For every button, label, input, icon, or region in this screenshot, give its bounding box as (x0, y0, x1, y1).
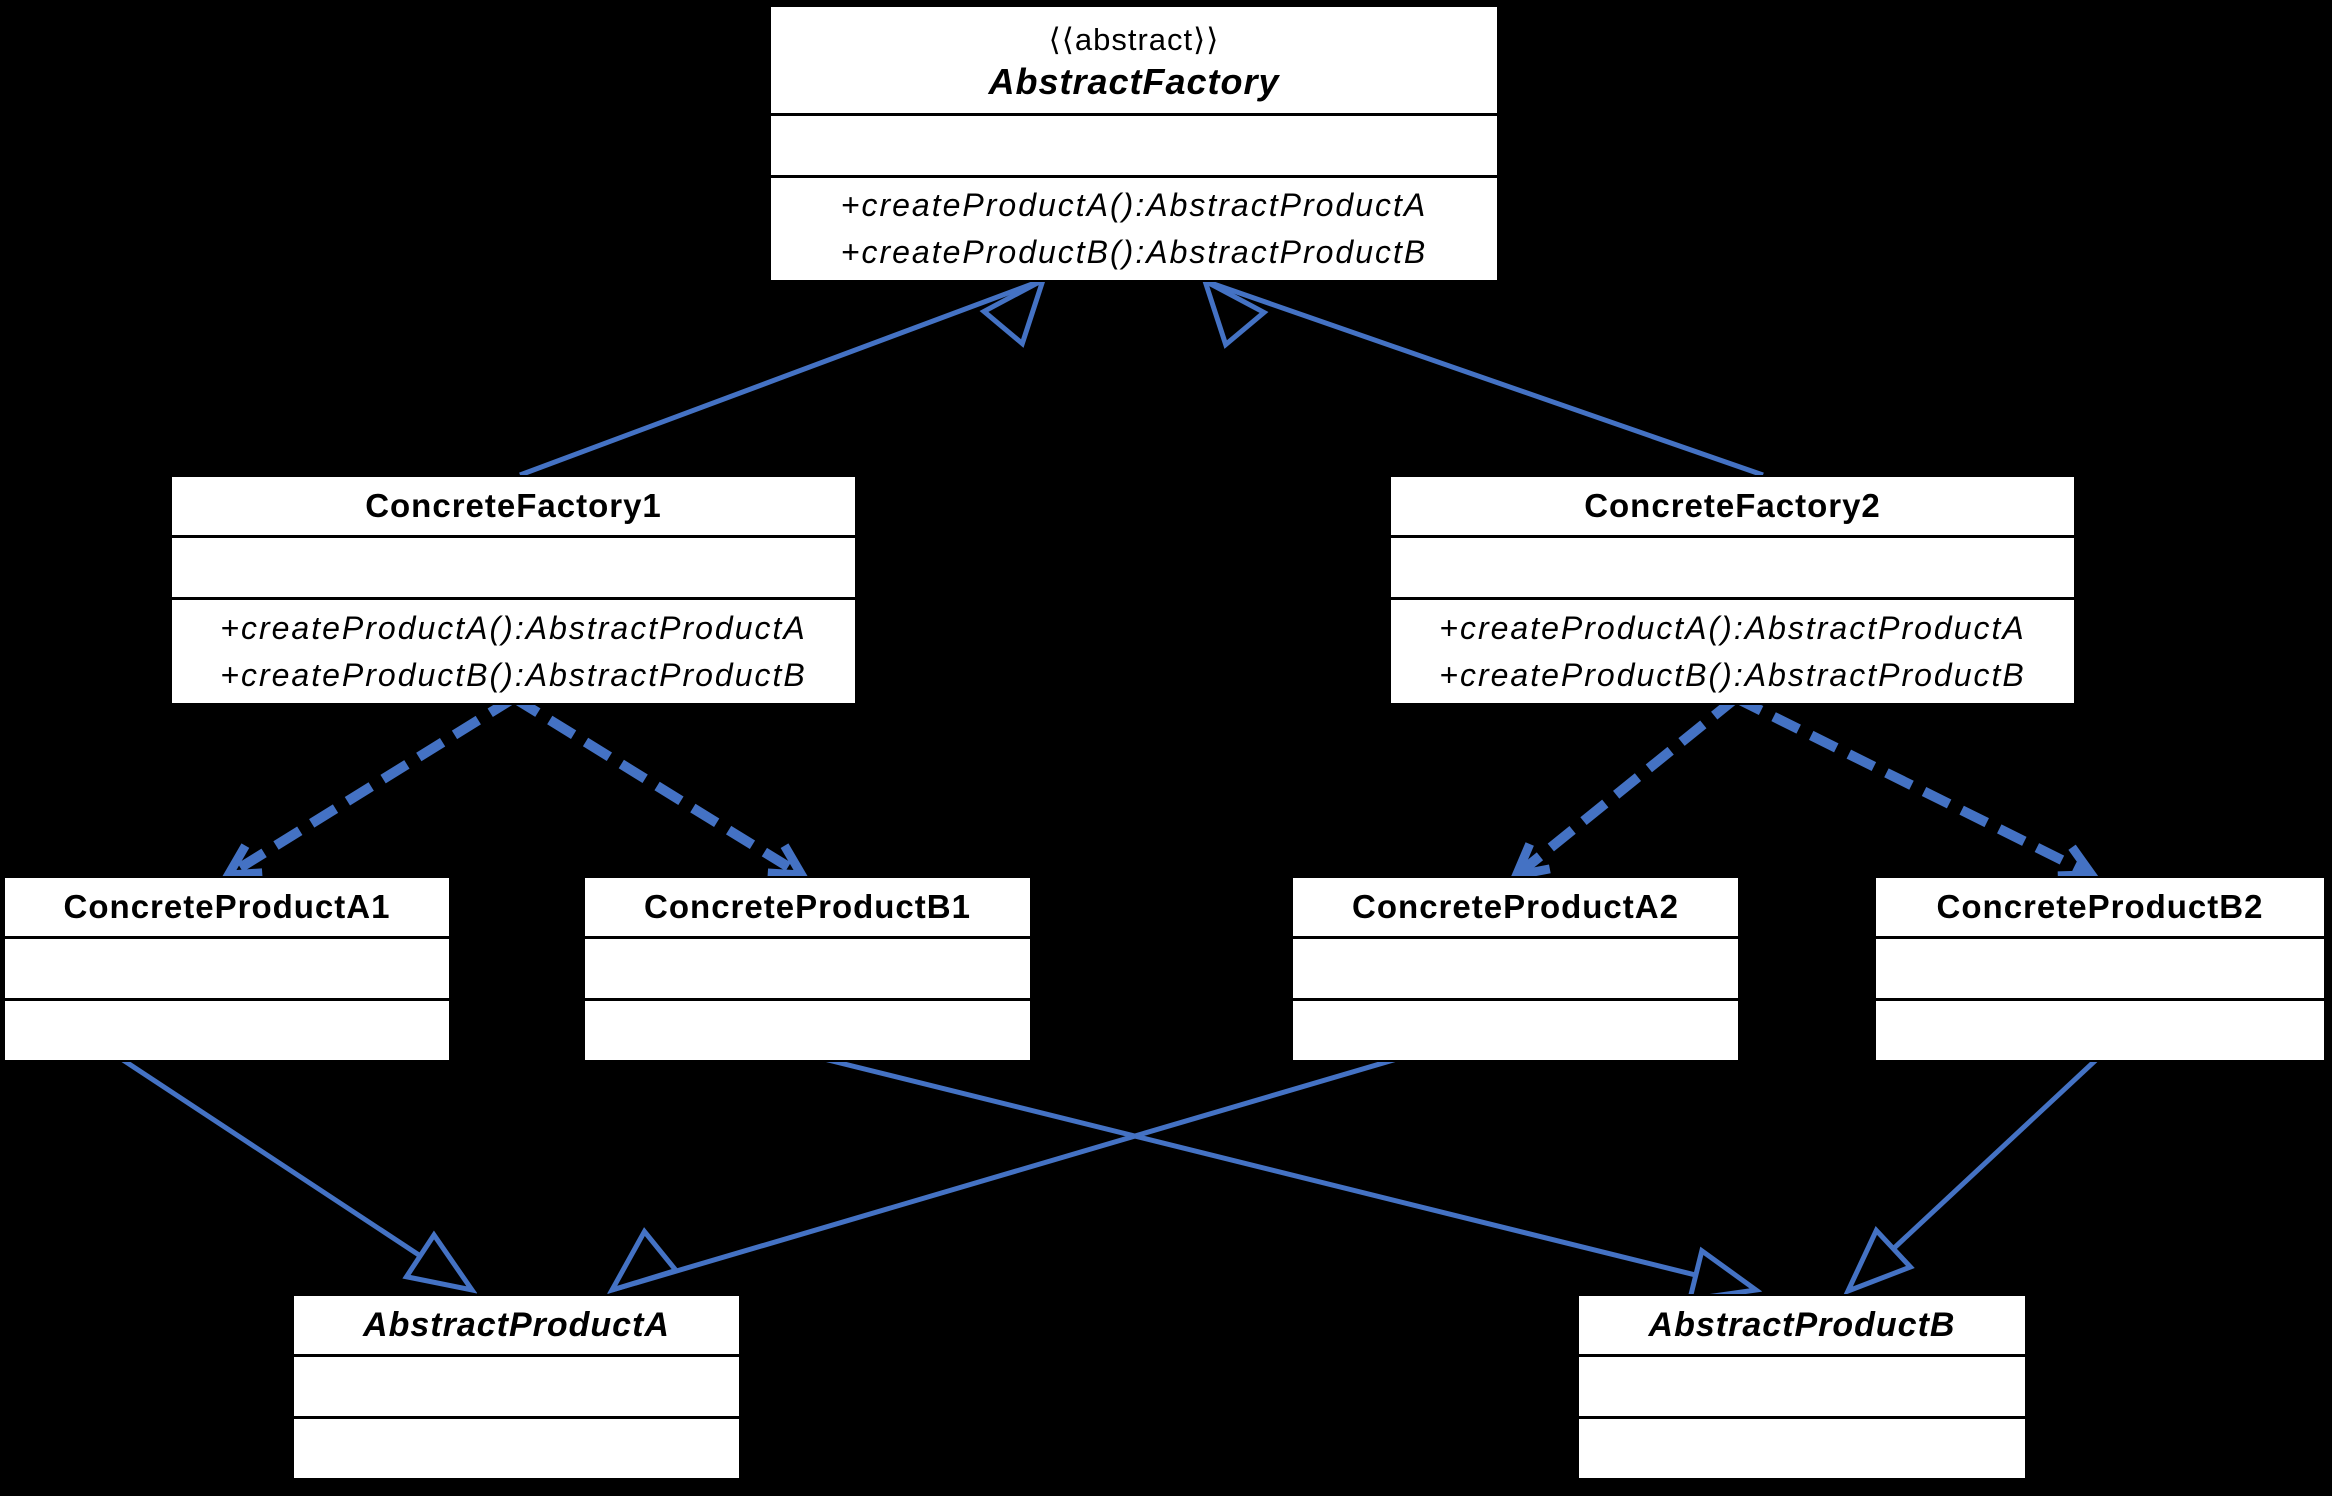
generalization-concretefactory1-to-abstractfactory (519, 280, 1043, 478)
operations-section: +createProductA():AbstractProductA +crea… (1391, 597, 2074, 703)
operations-section (1293, 998, 1738, 1060)
dependency-concretefactory1-to-concreteproductb1 (511, 693, 800, 874)
operations-section (585, 998, 1030, 1060)
operations-section (1579, 1416, 2025, 1478)
method-create-product-a: +createProductA():AbstractProductA (1439, 609, 2026, 646)
operations-section (5, 998, 449, 1060)
class-concrete-factory-1: ConcreteFactory1 +createProductA():Abstr… (170, 475, 857, 705)
class-concrete-product-b2: ConcreteProductB2 (1874, 876, 2326, 1062)
operations-section (1876, 998, 2324, 1060)
method-create-product-b: +createProductB():AbstractProductB (840, 234, 1428, 270)
class-name: AbstractProductA (363, 1306, 670, 1344)
class-title-section: ConcreteProductA2 (1293, 878, 1738, 936)
class-title-section: AbstractProductA (294, 1296, 739, 1354)
attributes-section (1293, 936, 1738, 998)
attributes-section (1579, 1354, 2025, 1416)
dependency-concretefactory2-to-concreteproductb2 (1733, 693, 2090, 874)
generalization-concretefactory2-to-abstractfactory (1205, 281, 1764, 478)
generalization-concreteproducta1-to-abstractproducta (118, 1055, 472, 1290)
class-name: AbstractFactory (988, 61, 1280, 102)
class-name: ConcreteProductA2 (1352, 888, 1679, 925)
method-create-product-b: +createProductB():AbstractProductB (220, 656, 807, 693)
class-name: AbstractProductB (1648, 1306, 1956, 1344)
generalization-concreteproducta2-to-abstractproducta (612, 1055, 1401, 1290)
class-abstract-factory: ⟨⟨abstract⟩⟩ AbstractFactory +createProd… (769, 5, 1499, 282)
class-title-section: ConcreteProductA1 (5, 878, 449, 936)
class-concrete-product-a2: ConcreteProductA2 (1291, 876, 1740, 1062)
class-title-section: ConcreteFactory2 (1391, 477, 2074, 535)
class-title-section: ConcreteProductB1 (585, 878, 1030, 936)
class-concrete-factory-2: ConcreteFactory2 +createProductA():Abstr… (1389, 475, 2076, 705)
class-concrete-product-b1: ConcreteProductB1 (583, 876, 1032, 1062)
attributes-section (1876, 936, 2324, 998)
class-name: ConcreteProductB1 (644, 888, 971, 925)
operations-section: +createProductA():AbstractProductA +crea… (771, 175, 1497, 280)
class-name: ConcreteProductB2 (1936, 888, 2264, 925)
attributes-section (771, 113, 1497, 175)
attributes-section (585, 936, 1030, 998)
method-create-product-a: +createProductA():AbstractProductA (220, 609, 807, 646)
operations-section (294, 1416, 739, 1478)
attributes-section (294, 1354, 739, 1416)
class-concrete-product-a1: ConcreteProductA1 (3, 876, 451, 1062)
dependency-concretefactory1-to-concreteproducta1 (230, 693, 517, 874)
class-title-section: ConcreteFactory1 (172, 477, 855, 535)
stereotype-label: ⟨⟨abstract⟩⟩ (1048, 22, 1220, 57)
class-title-section: AbstractProductB (1579, 1296, 2025, 1354)
class-abstract-product-b: AbstractProductB (1577, 1294, 2027, 1480)
attributes-section (5, 936, 449, 998)
class-name: ConcreteFactory1 (365, 487, 662, 524)
class-title-section: ⟨⟨abstract⟩⟩ AbstractFactory (771, 7, 1497, 113)
class-name: ConcreteProductA1 (63, 888, 391, 925)
attributes-section (1391, 535, 2074, 597)
generalization-concreteproductb2-to-abstractproductb (1848, 1056, 2100, 1291)
method-create-product-b: +createProductB():AbstractProductB (1439, 656, 2026, 693)
operations-section: +createProductA():AbstractProductA +crea… (172, 597, 855, 703)
class-abstract-product-a: AbstractProductA (292, 1294, 741, 1480)
method-create-product-a: +createProductA():AbstractProductA (840, 187, 1428, 223)
generalization-concreteproductb1-to-abstractproductb (819, 1055, 1756, 1290)
class-name: ConcreteFactory2 (1584, 487, 1881, 524)
class-title-section: ConcreteProductB2 (1876, 878, 2324, 936)
dependency-concretefactory2-to-concreteproducta2 (1518, 694, 1740, 874)
attributes-section (172, 535, 855, 597)
